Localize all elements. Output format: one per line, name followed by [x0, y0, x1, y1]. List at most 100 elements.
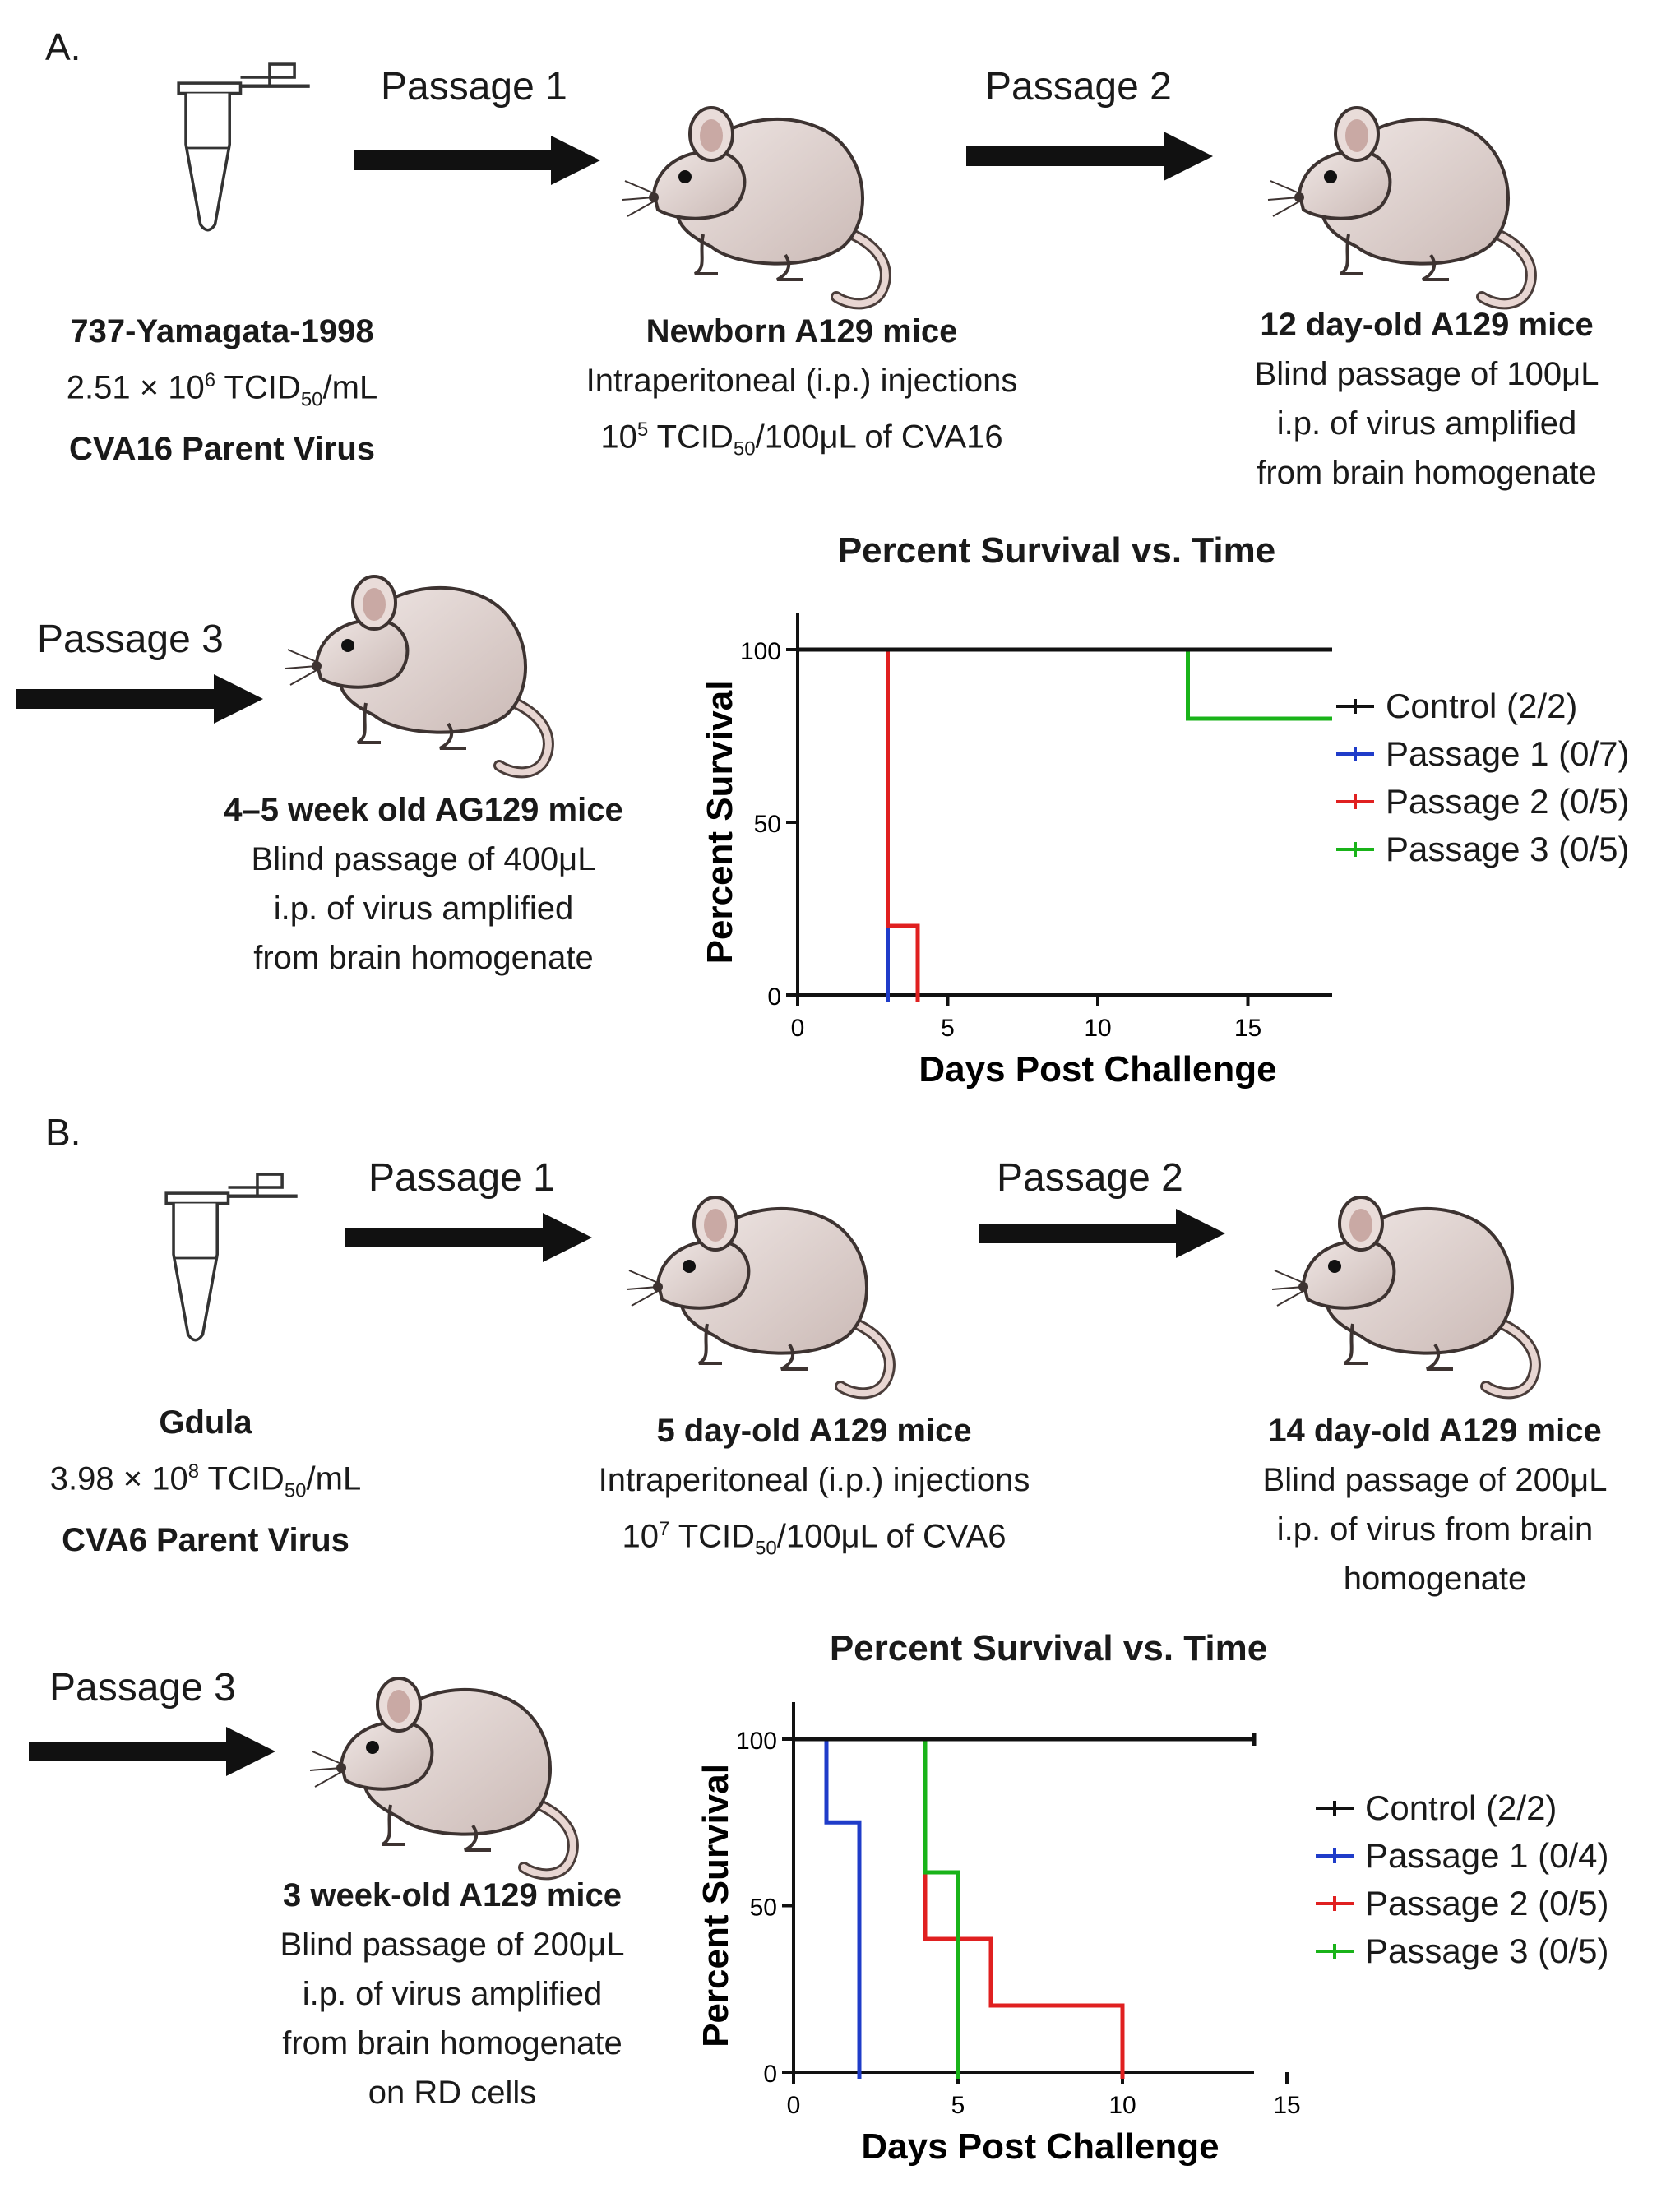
x-tick-label: 0 [787, 2092, 801, 2119]
arrow-icon [16, 674, 263, 724]
panel-b-step3-caption: 3 week-old A129 mice Blind passage of 20… [201, 1871, 703, 2117]
legend-swatch [1336, 697, 1374, 715]
series-line [794, 1737, 862, 2072]
legend-swatch [1336, 840, 1374, 858]
x-tick-label: 15 [1273, 2092, 1300, 2119]
x-tick-label: 10 [1084, 1015, 1111, 1042]
virus-titer: 2.51 × 106 TCID50/mL [66, 369, 378, 411]
chart-b-legend: Control (2/2) Passage 1 (0/4) Passage 2 … [1316, 1784, 1609, 1975]
panel-b-step2-caption: 14 day-old A129 mice Blind passage of 20… [1196, 1406, 1673, 1603]
legend-item: Control (2/2) [1336, 682, 1630, 730]
panel-a-label: A. [45, 25, 81, 68]
chart-b-title: Percent Survival vs. Time [829, 1628, 1268, 1668]
panel-b-virus-caption: Gdula 3.98 × 108 TCID50/mL CVA6 Parent V… [0, 1398, 411, 1565]
panel-a-passage-3-label: Passage 3 [37, 618, 224, 661]
legend-item: Passage 2 (0/5) [1316, 1880, 1609, 1927]
step-title: 14 day-old A129 mice [1268, 1413, 1602, 1449]
legend-swatch [1316, 1942, 1354, 1960]
step-title: 5 day-old A129 mice [656, 1413, 972, 1449]
chart-a-legend: Control (2/2) Passage 1 (0/7) Passage 2 … [1336, 682, 1630, 873]
series-line [798, 647, 890, 995]
legend-swatch [1336, 745, 1374, 763]
y-tick-label: 50 [750, 1895, 777, 1922]
virus-name: 737-Yamagata-1998 [70, 313, 374, 349]
step-title: 12 day-old A129 mice [1260, 307, 1594, 343]
step-title: Newborn A129 mice [646, 313, 958, 349]
y-tick-label: 100 [736, 1728, 777, 1755]
panel-a-passage-2-label: Passage 2 [985, 65, 1172, 109]
panel-a-step1-caption: Newborn A129 mice Intraperitoneal (i.p.)… [543, 307, 1061, 474]
y-axis-label: Percent Survival [696, 1764, 736, 2047]
x-tick-label: 5 [941, 1015, 955, 1042]
x-tick-label: 0 [791, 1015, 805, 1042]
arrow-icon [354, 136, 600, 185]
x-tick-label: 5 [951, 2092, 965, 2119]
arrow-icon [29, 1727, 275, 1776]
step-text: i.p. of virus amplified [273, 891, 574, 927]
legend-item: Passage 2 (0/5) [1336, 778, 1630, 826]
x-tick-label: 10 [1108, 2092, 1136, 2119]
step-text: from brain homogenate [282, 2025, 622, 2061]
arrow-icon [966, 132, 1213, 181]
legend-item: Passage 1 (0/7) [1336, 730, 1630, 778]
mouse-icon [308, 1640, 604, 1887]
legend-item: Passage 3 (0/5) [1316, 1927, 1609, 1975]
x-axis-label: Days Post Challenge [861, 2126, 1219, 2167]
step-dose: 105 TCID50/100μL of CVA16 [600, 419, 1003, 460]
step-text: i.p. of virus amplified [1276, 405, 1577, 442]
step-text: from brain homogenate [253, 940, 594, 976]
step-text: from brain homogenate [1257, 455, 1597, 491]
arrow-icon [979, 1209, 1225, 1258]
panel-a-virus-caption: 737-Yamagata-1998 2.51 × 106 TCID50/mL C… [16, 307, 428, 474]
step-dose: 107 TCID50/100μL of CVA6 [622, 1518, 1007, 1560]
step-text: Intraperitoneal (i.p.) injections [585, 363, 1018, 399]
y-tick-label: 50 [754, 811, 781, 838]
y-axis-label: Percent Survival [700, 681, 740, 965]
x-tick-label: 15 [1234, 1015, 1261, 1042]
legend-swatch [1336, 793, 1374, 811]
mouse-icon [1266, 70, 1562, 317]
step-title: 4–5 week old AG129 mice [224, 792, 623, 828]
y-tick-label: 0 [763, 2061, 777, 2088]
legend-swatch [1316, 1799, 1354, 1817]
step-text: Blind passage of 100μL [1254, 356, 1599, 392]
step-text: Blind passage of 400μL [251, 841, 596, 877]
panel-b-passage-2-label: Passage 2 [997, 1156, 1183, 1200]
virus-type: CVA6 Parent Virus [62, 1522, 349, 1559]
legend-item: Passage 3 (0/5) [1336, 826, 1630, 873]
legend-item: Passage 1 (0/4) [1316, 1832, 1609, 1880]
step-text: Intraperitoneal (i.p.) injections [598, 1462, 1030, 1498]
arrow-icon [345, 1213, 592, 1262]
chart-a: 05010005101520Days Post ChallengePercent… [700, 613, 1332, 1090]
step-text: on RD cells [368, 2075, 537, 2111]
series-line [798, 647, 920, 995]
x-axis-label: Days Post Challenge [919, 1049, 1276, 1090]
panel-b-label: B. [45, 1111, 81, 1154]
step-text: i.p. of virus amplified [302, 1976, 603, 2012]
series-line [794, 1737, 960, 2072]
step-text: Blind passage of 200μL [1262, 1462, 1608, 1498]
legend-swatch [1316, 1895, 1354, 1913]
panel-b-step1-caption: 5 day-old A129 mice Intraperitoneal (i.p… [559, 1406, 1069, 1573]
y-tick-label: 100 [740, 638, 781, 665]
panel-b-passage-3-label: Passage 3 [49, 1666, 236, 1710]
series-line [798, 647, 1332, 721]
panel-a-passage-1-label: Passage 1 [381, 65, 567, 109]
step-text: Blind passage of 200μL [280, 1927, 625, 1963]
chart-a-title: Percent Survival vs. Time [837, 530, 1276, 571]
step-text: homogenate [1343, 1561, 1527, 1597]
legend-swatch [1316, 1847, 1354, 1865]
panel-a-step2-caption: 12 day-old A129 mice Blind passage of 10… [1184, 300, 1669, 497]
mouse-icon [284, 539, 580, 785]
y-tick-label: 0 [767, 983, 781, 1011]
mouse-icon [1270, 1159, 1567, 1406]
virus-titer: 3.98 × 108 TCID50/mL [49, 1460, 362, 1502]
mouse-icon [625, 1159, 921, 1406]
panel-a-step3-caption: 4–5 week old AG129 mice Blind passage of… [173, 785, 674, 983]
step-title: 3 week-old A129 mice [282, 1877, 622, 1913]
legend-item: Control (2/2) [1316, 1784, 1609, 1832]
tube-icon [148, 1155, 308, 1361]
virus-name: Gdula [159, 1404, 252, 1441]
virus-type: CVA16 Parent Virus [68, 431, 375, 468]
